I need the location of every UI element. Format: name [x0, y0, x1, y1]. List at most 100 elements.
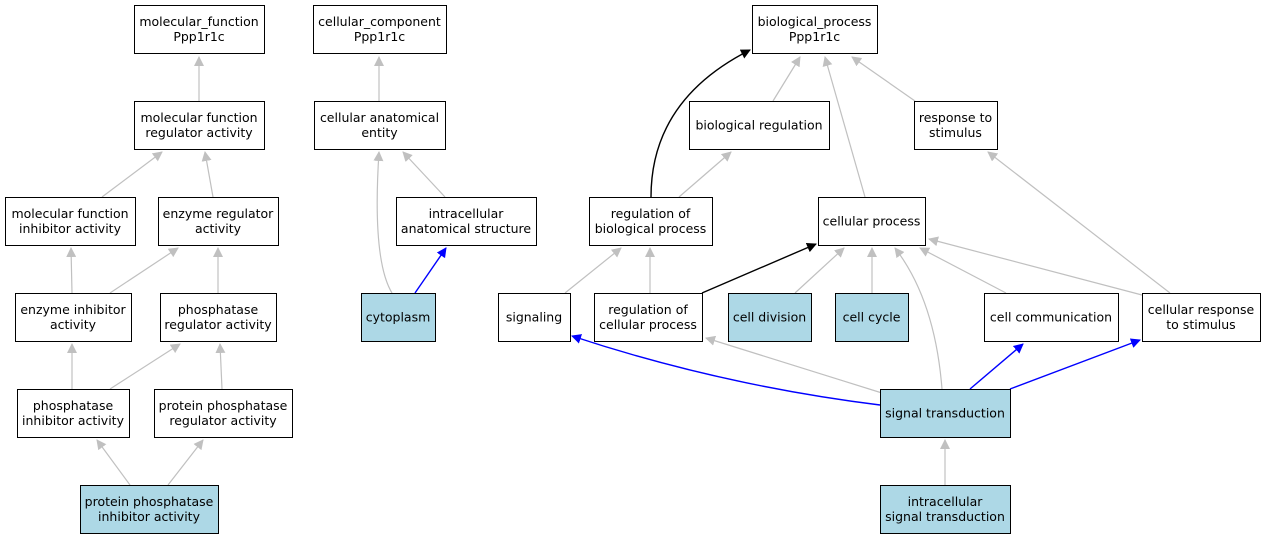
- edge-phosphatase-inhibitor-to-phosphatase-regulator: [109, 343, 181, 390]
- edge-cellular-response-to-stimulus-to-cellular-process: [928, 236, 1143, 296]
- node-label-line: entity: [361, 125, 398, 140]
- node-box: [1142, 293, 1261, 342]
- node-cell-communication[interactable]: cell communication: [984, 293, 1119, 342]
- node-box: [752, 5, 878, 54]
- node-label-line: molecular_function: [139, 14, 258, 29]
- edge-cellular-response-to-stimulus-to-response-to-stimulus: [987, 151, 1171, 294]
- node-label-line: activity: [50, 317, 97, 332]
- edge-response-to-stimulus-to-bp-root: [851, 56, 916, 102]
- node-label-line: cellular anatomical: [320, 110, 439, 125]
- edge-enzyme-regulator-to-mf-regulator: [201, 151, 214, 198]
- node-label-line: Ppp1r1c: [354, 29, 405, 44]
- node-label-line: biological_process: [758, 14, 872, 29]
- node-label-line: molecular function: [11, 206, 128, 221]
- node-label-line: activity: [195, 221, 242, 236]
- node-label-line: regulator activity: [164, 317, 272, 332]
- node-label-line: biological process: [595, 221, 707, 236]
- node-label-line: cellular response: [1148, 302, 1255, 317]
- edge-signaling-to-regulation-of-biological-process: [564, 247, 622, 294]
- node-label-line: cellular_component: [318, 14, 441, 29]
- node-box: [914, 101, 998, 150]
- node-signal-transduction[interactable]: signal transduction: [880, 389, 1011, 438]
- node-biological-regulation[interactable]: biological regulation: [689, 101, 830, 150]
- edge-signal-transduction-to-signaling: [571, 334, 881, 406]
- node-box: [818, 197, 926, 246]
- node-label-line: cell cycle: [843, 310, 901, 325]
- node-box: [134, 5, 265, 54]
- edges-layer: [66, 49, 1171, 486]
- node-label-line: molecular function: [140, 110, 257, 125]
- node-box: [498, 293, 571, 342]
- edge-cell-division-to-cellular-process: [794, 247, 845, 294]
- node-label-line: cellular process: [823, 214, 921, 229]
- node-box: [314, 101, 446, 150]
- node-label-line: biological regulation: [695, 118, 822, 133]
- node-label-line: intracellular: [429, 206, 505, 221]
- node-label-line: response to: [919, 110, 992, 125]
- node-cytoplasm[interactable]: cytoplasm: [361, 293, 436, 342]
- node-label-line: anatomical structure: [401, 221, 531, 236]
- node-cellular-process[interactable]: cellular process: [818, 197, 926, 246]
- node-box: [396, 197, 537, 246]
- node-box: [594, 293, 703, 342]
- edge-enzyme-inhibitor-to-mf-inhibitor: [66, 247, 77, 294]
- node-label-line: stimulus: [929, 125, 982, 140]
- node-label-line: cell division: [733, 310, 806, 325]
- edge-signal-transduction-to-cellular-process: [894, 247, 943, 390]
- node-label-line: to stimulus: [1166, 317, 1235, 332]
- edge-signal-transduction-to-regulation-of-cellular-process: [705, 335, 883, 394]
- edge-regulation-of-biological-process-to-bp-root: [650, 49, 751, 198]
- node-label-line: intracellular: [908, 494, 984, 509]
- node-box: [160, 293, 277, 342]
- edge-regulation-of-biological-process-to-biological-regulation: [678, 151, 732, 198]
- node-label-line: cell communication: [990, 310, 1112, 325]
- node-box: [689, 101, 830, 150]
- node-label-line: cytoplasm: [366, 310, 431, 325]
- node-label-line: regulation of: [611, 206, 691, 221]
- node-signaling[interactable]: signaling: [498, 293, 571, 342]
- node-box: [728, 293, 812, 342]
- node-box: [589, 197, 713, 246]
- node-label-line: cellular process: [599, 317, 697, 332]
- node-cell-division[interactable]: cell division: [728, 293, 812, 342]
- edge-cytoplasm-to-intracellular-anatomical-structure: [414, 247, 447, 294]
- edge-cytoplasm-to-cellular-anatomical-entity: [373, 151, 393, 294]
- node-box: [880, 389, 1011, 438]
- node-label-line: protein phosphatase: [85, 494, 214, 509]
- node-label-line: inhibitor activity: [98, 509, 201, 524]
- edge-biological-regulation-to-bp-root: [772, 56, 801, 102]
- node-box: [984, 293, 1119, 342]
- node-box: [361, 293, 436, 342]
- edge-cell-communication-to-cellular-process: [919, 247, 1007, 294]
- node-label-line: signaling: [506, 310, 562, 325]
- node-cell-cycle[interactable]: cell cycle: [835, 293, 909, 342]
- node-label-line: regulator activity: [145, 125, 253, 140]
- node-label-line: inhibitor activity: [19, 221, 122, 236]
- node-box: [835, 293, 909, 342]
- edge-cellular-process-to-bp-root: [822, 56, 866, 198]
- edge-regulation-of-cellular-process-to-cellular-process: [701, 242, 817, 294]
- edge-enzyme-inhibitor-to-enzyme-regulator: [109, 247, 179, 294]
- node-box: [158, 197, 279, 246]
- node-label-line: inhibitor activity: [22, 413, 125, 428]
